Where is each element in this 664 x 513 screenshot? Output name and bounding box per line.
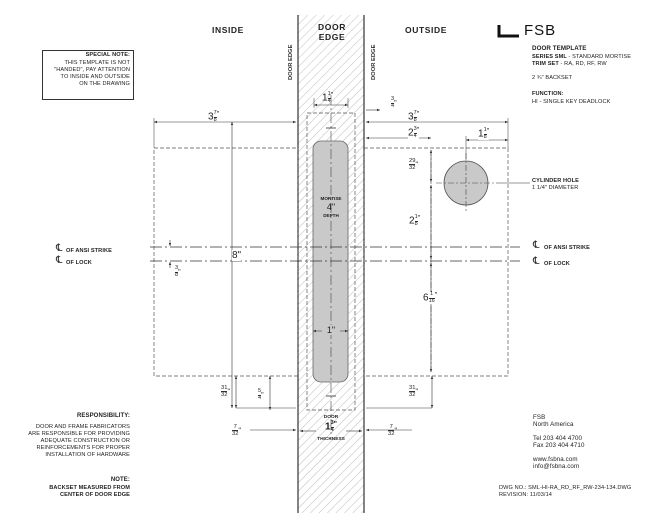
trim-value: - RA, RD, RF, RW [558,61,607,67]
door-thickness-label: THICKNESS [317,437,345,442]
series-value: - STANDARD MORTISE [566,54,632,60]
trim-label: TRIM SET [532,61,559,67]
responsibility-line: INSTALLATION OF HARDWARE [45,452,130,458]
note-line: CENTER OF DOOR EDGE [60,492,130,498]
fsb-logo-text: FSB [524,22,557,39]
mortise-depth-label: DEPTH [323,213,339,218]
centerline-symbol: ℄ [533,240,540,251]
special-note-box [42,50,134,100]
cylinder-hole-title: CYLINDER HOLE [532,178,579,184]
responsibility-line: ARE RESPONSIBLE FOR PROVIDING [28,431,130,437]
company-tel: Tel 203 404 4700 [533,435,583,442]
series-line: SERIES SML - STANDARD MORTISE [532,54,631,61]
company-web: www.fsbna.com [533,456,578,463]
mortise-rectangle [312,140,349,383]
mortise-label: MORTISE [320,196,342,201]
mortise-width-label: 1" [322,325,340,335]
ansi-strike-label-right: OF ANSI STRIKE [544,245,590,251]
responsibility-title: RESPONSIBILITY: [76,413,130,419]
inside-frame-outline [153,147,299,377]
note-title: NOTE: [110,477,130,483]
special-note-line: "HANDED", PAY ATTENTION [54,67,130,73]
responsibility-line: DOOR AND FRAME FABRICATORS [35,424,130,430]
lock-label-left: OF LOCK [66,260,92,266]
company-fax: Fax 203 404 4710 [533,442,585,449]
company-email: info@fsbna.com [533,463,580,470]
mortise-depth-value: 4" [326,202,336,212]
door-edge-vertical-left: DOOR EDGE [288,44,294,80]
outside-header: OUTSIDE [405,25,447,35]
backset-text: 2 ¾" BACKSET [532,75,573,81]
ansi-strike-label-left: OF ANSI STRIKE [66,248,112,254]
lock-label-right: OF LOCK [544,261,570,267]
dim-left-8: 8" [232,250,242,261]
company-name: FSB [533,414,546,421]
special-note-line: THIS TEMPLATE IS NOT [64,60,130,66]
centerline-symbol: ℄ [56,255,63,266]
centerline-symbol: ℄ [533,256,540,267]
door-edge-header: DOOR EDGE [318,22,346,42]
responsibility-line: ADEQUATE CONSTRUCTION OR [40,438,130,444]
template-title: DOOR TEMPLATE [532,45,587,52]
centerline-symbol: ℄ [56,243,63,254]
door-edge-vertical-right: DOOR EDGE [371,44,377,80]
inside-header: INSIDE [212,25,244,35]
special-note-title: SPECIAL NOTE: [85,52,130,58]
trim-line: TRIM SET - RA, RD, RF, RW [532,61,607,68]
special-note-line: ON THE DRAWING [79,81,130,87]
outside-frame-outline [363,147,509,377]
fsb-logo-mark [497,25,519,38]
responsibility-line: REINFORCEMENTS FOR PROPER [36,445,130,451]
company-region: North America [533,421,574,428]
function-label: FUNCTION: [532,91,564,97]
function-value: HI - SINGLE KEY DEADLOCK [532,99,611,105]
revision-date: REVISION: 11/03/14 [499,492,552,498]
door-label: DOOR [323,415,339,420]
special-note-line: TO INSIDE AND OUTSIDE [60,74,130,80]
series-label: SERIES SML [532,54,567,60]
dwg-number: DWG NO.: SML-HI-RA_RD_RF_RW-234-134.DWG [499,485,632,491]
cylinder-hole-diameter: 1 1/4" DIAMETER [532,185,579,191]
note-line: BACKSET MEASURED FROM [49,485,130,491]
